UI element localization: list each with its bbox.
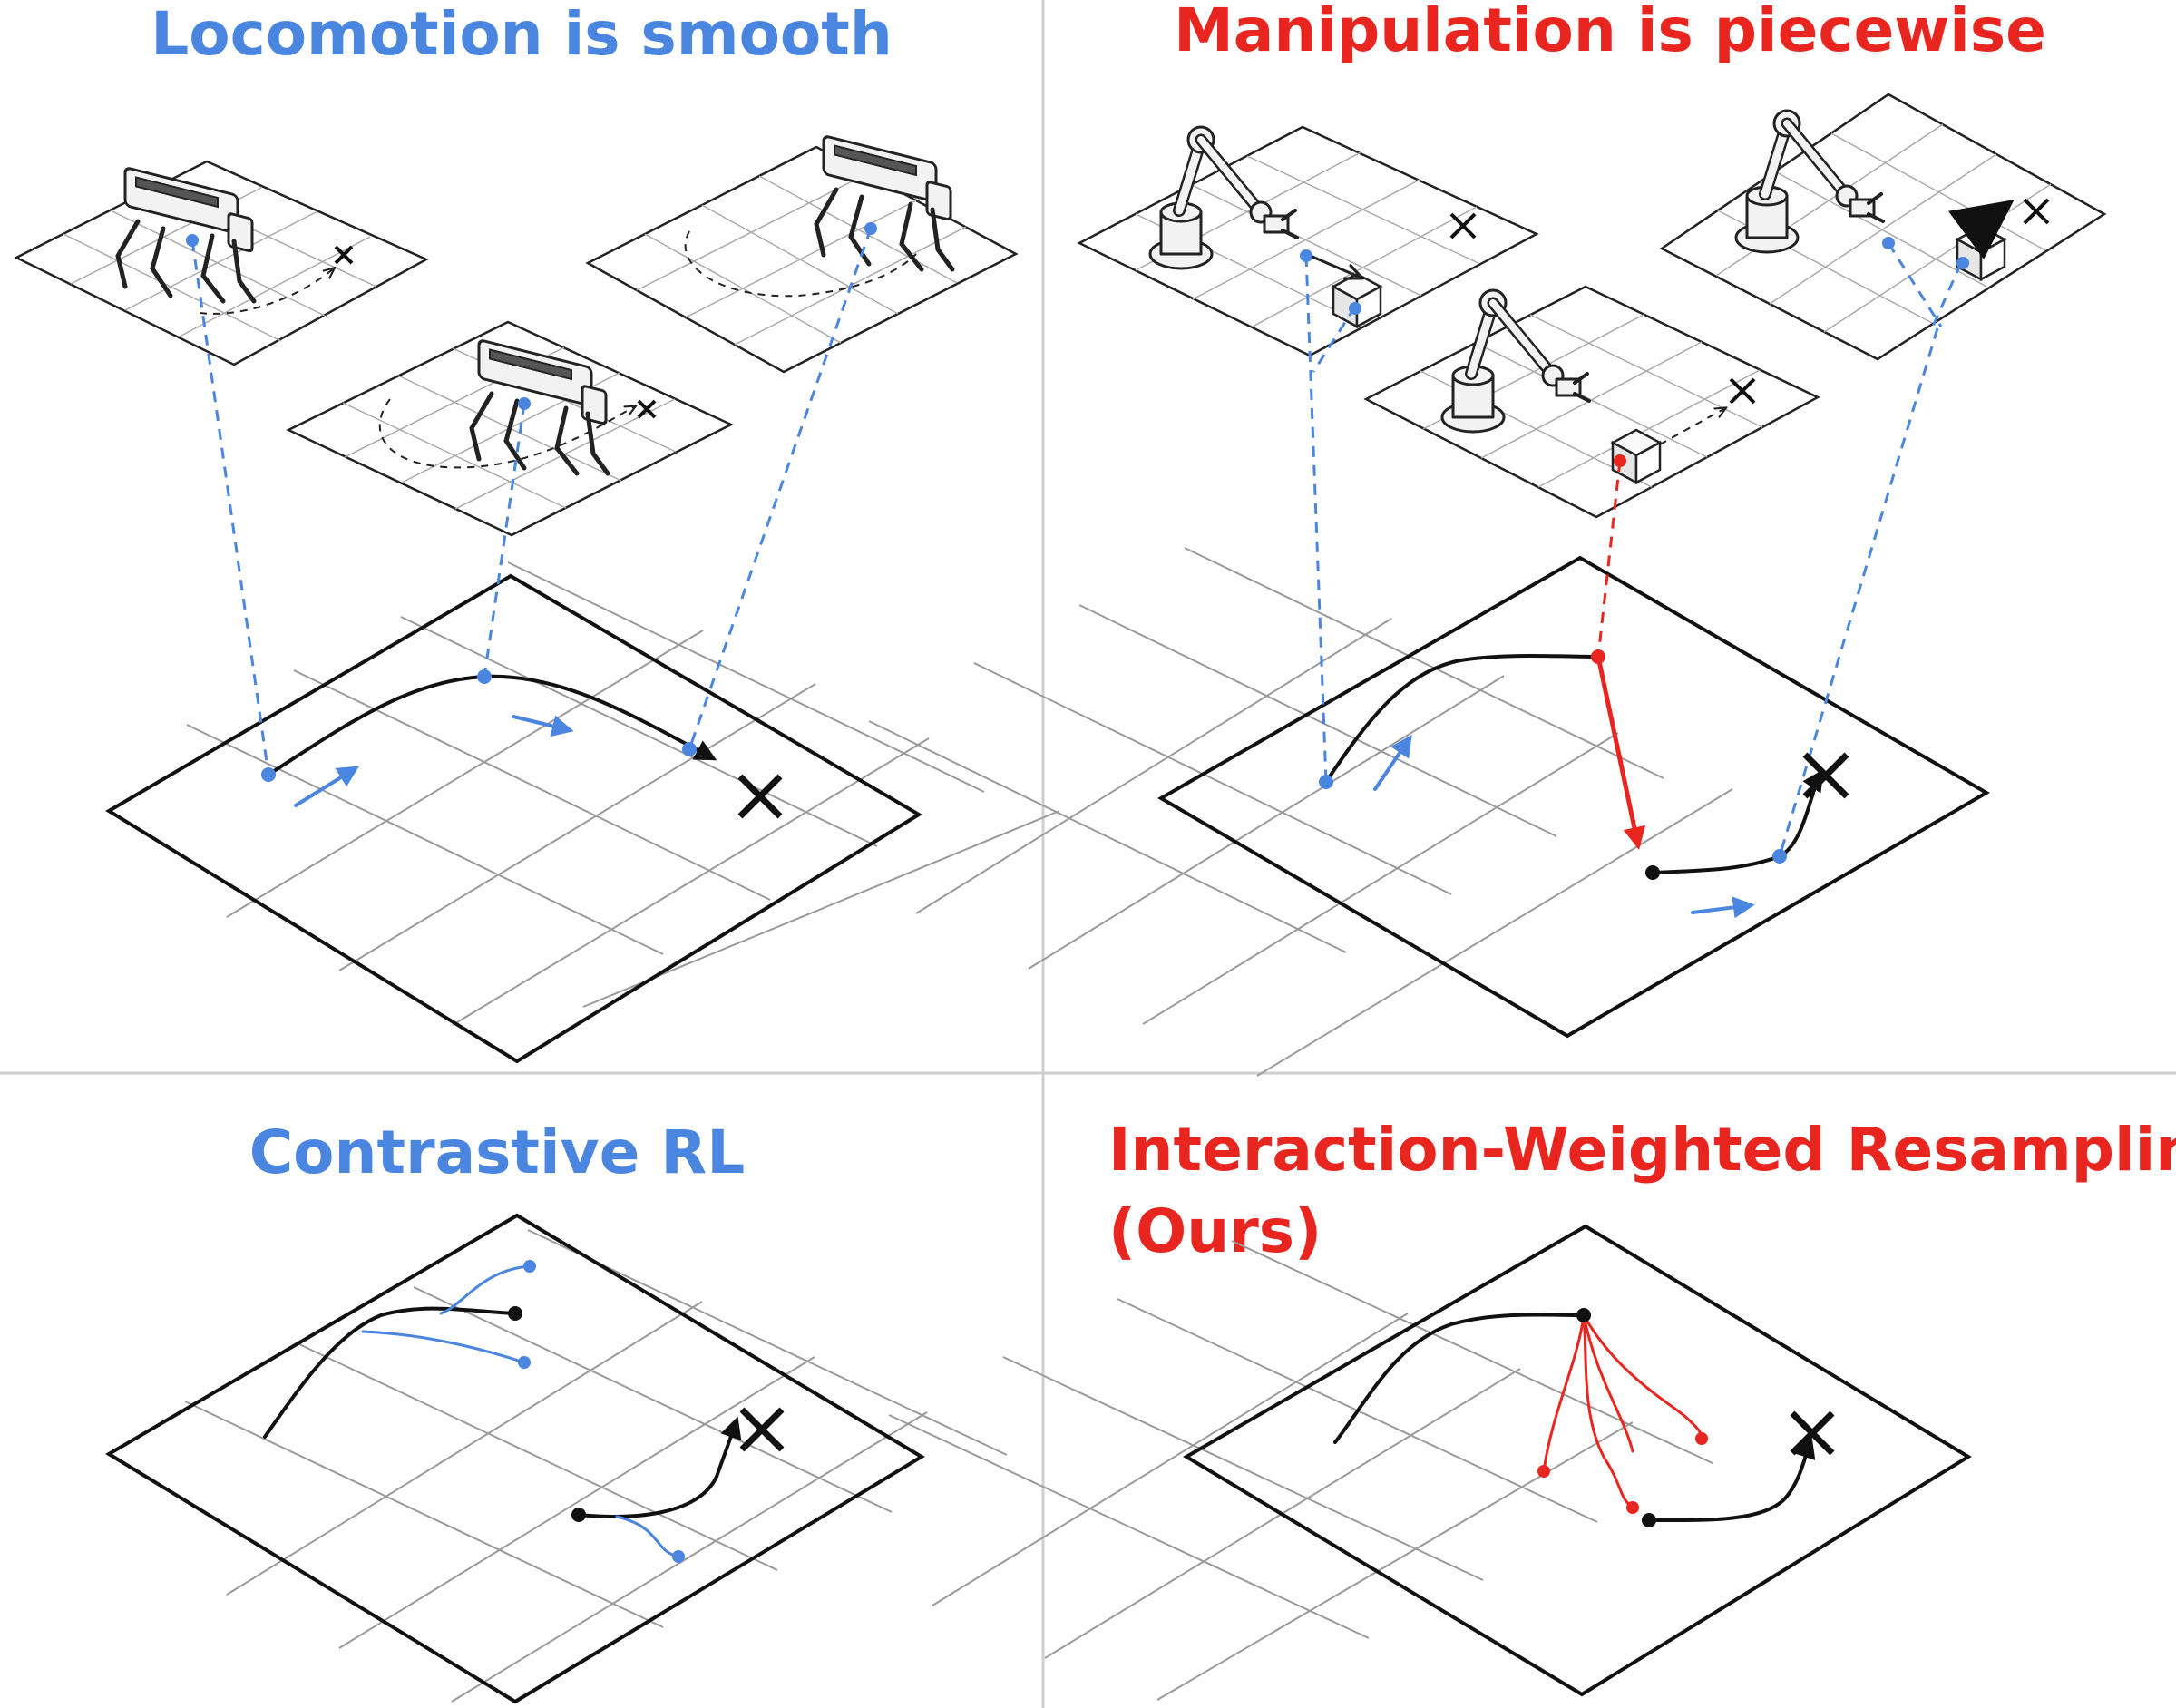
- projection-line: [688, 228, 873, 750]
- goal-x-icon: [2023, 198, 2050, 225]
- title-contrastive-rl: Contrastive RL: [249, 1118, 746, 1187]
- big-plane-bl: [105, 1213, 1008, 1704]
- velocity-arrow: [1691, 896, 1755, 919]
- mini-plane-3: [585, 145, 1019, 374]
- big-plane-tl: [105, 561, 1060, 1064]
- trajectory: [1333, 1313, 1586, 1444]
- goal-x-icon: [739, 1407, 785, 1452]
- big-plane-tr: [868, 547, 1990, 1077]
- resampled-path: [1582, 1313, 1634, 1509]
- projection-line: [1304, 255, 1328, 783]
- projection-line: [1930, 262, 1963, 329]
- box-icon: [1332, 272, 1382, 328]
- projection-line: [1312, 306, 1357, 373]
- iwr-panel: [888, 1224, 1972, 1701]
- title-interaction-weighted: Interaction-Weighted Resampling: [1108, 1115, 2176, 1185]
- resampled-path: [1582, 1313, 1703, 1440]
- trajectory: [263, 1306, 517, 1439]
- locomotion-panel: [14, 136, 1060, 1064]
- resampled-path: [1582, 1313, 1634, 1453]
- candidate-path: [615, 1515, 680, 1558]
- big-plane-br: [888, 1224, 1972, 1701]
- projection-line: [483, 403, 526, 678]
- goal-x-icon: [737, 774, 783, 819]
- jump-arrow: [1595, 654, 1646, 850]
- title-locomotion: Locomotion is smooth: [151, 0, 893, 69]
- robot-arm-icon: [1736, 111, 1883, 252]
- title-ours: (Ours): [1108, 1196, 1322, 1266]
- resampled-path: [1542, 1313, 1586, 1473]
- projection-line: [1887, 242, 1943, 327]
- goal-x-icon: [1802, 752, 1849, 799]
- velocity-arrow: [1373, 735, 1412, 791]
- trajectory: [1647, 1436, 1816, 1523]
- candidate-path: [439, 1264, 532, 1315]
- quadruped-robot-icon: [816, 136, 952, 269]
- velocity-arrow: [512, 715, 574, 737]
- segment-1: [1324, 654, 1600, 784]
- goal-x-icon: [637, 399, 657, 419]
- candidate-path: [361, 1330, 526, 1364]
- goal-x-icon: [1790, 1410, 1835, 1456]
- mini-plane-6: [1659, 93, 2107, 361]
- title-manipulation: Manipulation is piecewise: [1174, 0, 2046, 65]
- projection-line: [190, 239, 270, 776]
- mini-plane-5: [1363, 285, 1820, 519]
- quadruped-robot-icon: [118, 168, 254, 301]
- goal-x-icon: [334, 245, 354, 265]
- box-icon: [1956, 225, 2006, 281]
- manipulation-panel: [868, 93, 2107, 1077]
- goal-x-icon: [1729, 377, 1756, 405]
- trajectory: [577, 1416, 742, 1518]
- arrow-icon: [1947, 200, 2015, 259]
- contrastive-rl-panel: [105, 1213, 1008, 1704]
- projection-line: [1778, 327, 1939, 857]
- velocity-arrow: [294, 766, 360, 807]
- projection-line-red: [1596, 460, 1622, 658]
- robot-arm-icon: [1442, 290, 1589, 432]
- goal-x-icon: [1449, 212, 1477, 239]
